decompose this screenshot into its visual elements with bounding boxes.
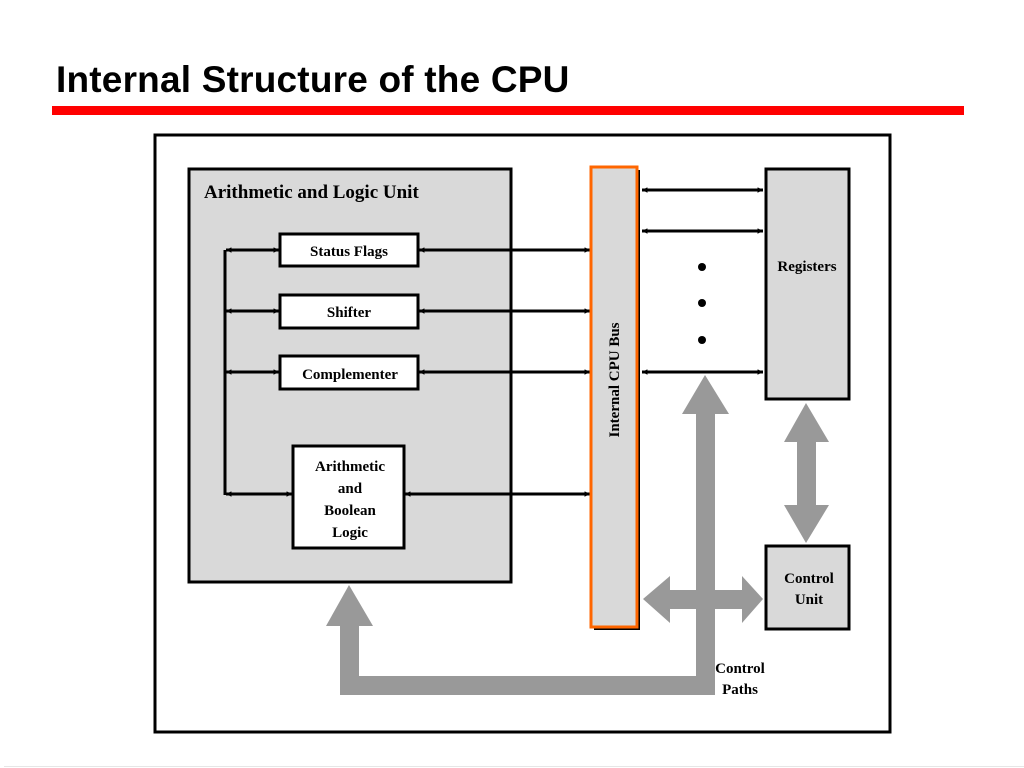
arithmetic-boolean-logic-box: [291, 444, 406, 550]
bottom-divider: [4, 766, 1024, 767]
control-path-reg-cu: [797, 440, 816, 506]
control-path-up-arrowhead: [682, 375, 729, 414]
alu-internal-arrows: [226, 247, 292, 497]
slide-title: Internal Structure of the CPU: [56, 59, 570, 100]
logic-label-line-1: Arithmetic: [315, 459, 385, 475]
bus-label: Internal CPU Bus: [607, 322, 623, 437]
shifter-component: Shifter: [278, 293, 420, 330]
control-unit-box: [764, 544, 851, 631]
complementer-label: Complementer: [302, 367, 398, 383]
control-path-horizontal: [340, 676, 712, 695]
registers-block: Registers: [764, 167, 851, 401]
status-flags-label: Status Flags: [310, 244, 388, 260]
shifter-label: Shifter: [327, 305, 372, 321]
control-path-alu-arrowhead: [326, 585, 373, 626]
ellipsis-dots: [698, 263, 706, 344]
arithmetic-boolean-logic-component: Arithmetic and Boolean Logic: [291, 444, 406, 550]
complementer-component: Complementer: [278, 354, 420, 391]
component-bus-arrows: [405, 247, 590, 497]
control-path-cu-up-arrowhead: [784, 505, 829, 543]
control-unit-block: Control Unit: [764, 544, 851, 631]
control-path-bus-cu: [668, 590, 742, 609]
control-paths-label-line-2: Paths: [722, 682, 758, 698]
internal-cpu-bus: Internal CPU Bus: [589, 165, 640, 630]
shifter-box: [278, 293, 420, 330]
control-path-cu-arrowhead: [742, 576, 763, 623]
bus-register-arrows: [642, 187, 763, 375]
control-paths: [326, 375, 829, 695]
complementer-box: [278, 354, 420, 391]
title-underline: [52, 106, 964, 115]
control-unit-label-line-1: Control: [784, 571, 834, 587]
registers-box: [764, 167, 851, 401]
control-path-bus-arrowhead: [643, 576, 670, 623]
registers-label: Registers: [777, 259, 836, 275]
control-path-reg-arrowhead: [784, 403, 829, 442]
ellipsis-dot: [698, 336, 706, 344]
ellipsis-dot: [698, 263, 706, 271]
bus-box: [589, 165, 639, 629]
ellipsis-dot: [698, 299, 706, 307]
alu-title: Arithmetic and Logic Unit: [204, 182, 419, 203]
status-flags-component: Status Flags: [278, 232, 420, 268]
control-unit-label-line-2: Unit: [795, 592, 823, 608]
control-paths-label-line-1: Control: [715, 661, 765, 677]
control-path-alu-stem: [340, 624, 359, 695]
logic-label-line-2: and: [338, 481, 363, 497]
status-flags-box: [278, 232, 420, 268]
logic-label-line-3: Boolean: [324, 503, 376, 519]
logic-label-line-4: Logic: [332, 525, 368, 541]
control-path-vertical: [696, 412, 715, 695]
